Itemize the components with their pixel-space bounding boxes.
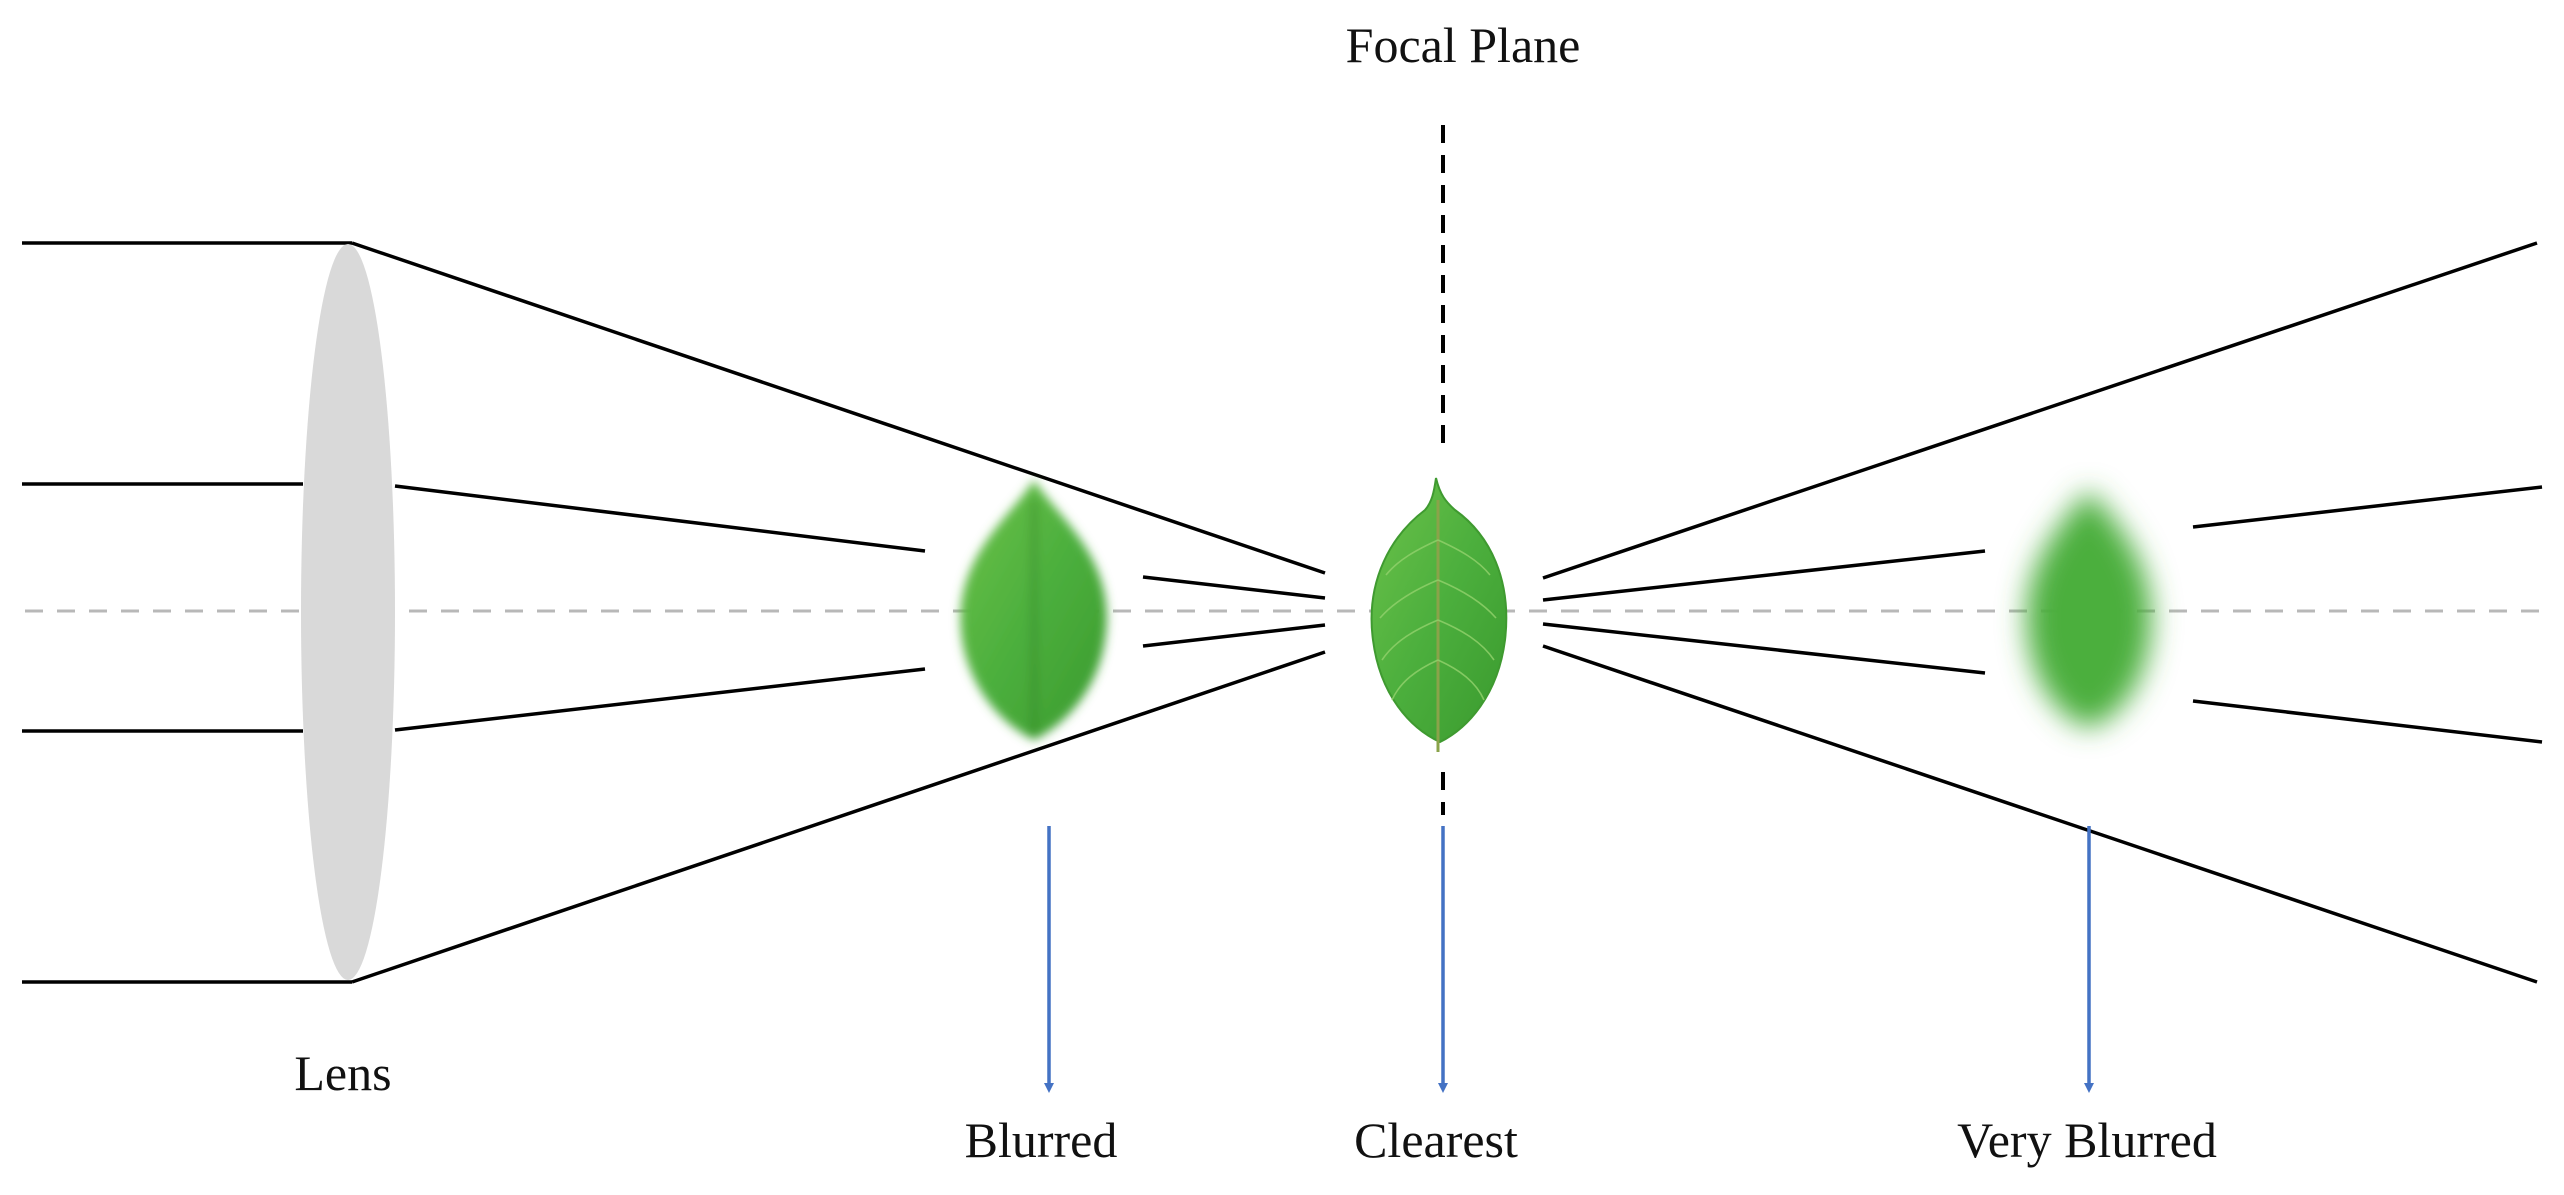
incoming-rays	[22, 241, 352, 984]
very-blurred-label: Very Blurred	[1957, 1112, 2217, 1168]
diverging-rays	[1542, 241, 2543, 984]
arrows	[1044, 826, 2094, 1093]
lens-label: Lens	[294, 1045, 391, 1101]
leaf-very-blurred	[2026, 490, 2152, 728]
leaf-blurred	[960, 480, 1107, 740]
leaf-clearest	[1370, 477, 1508, 752]
blurred-label: Blurred	[965, 1112, 1118, 1168]
converging-rays	[351, 241, 1326, 984]
focal-plane-label: Focal Plane	[1346, 17, 1581, 73]
clearest-label: Clearest	[1354, 1112, 1518, 1168]
lens	[301, 244, 395, 980]
